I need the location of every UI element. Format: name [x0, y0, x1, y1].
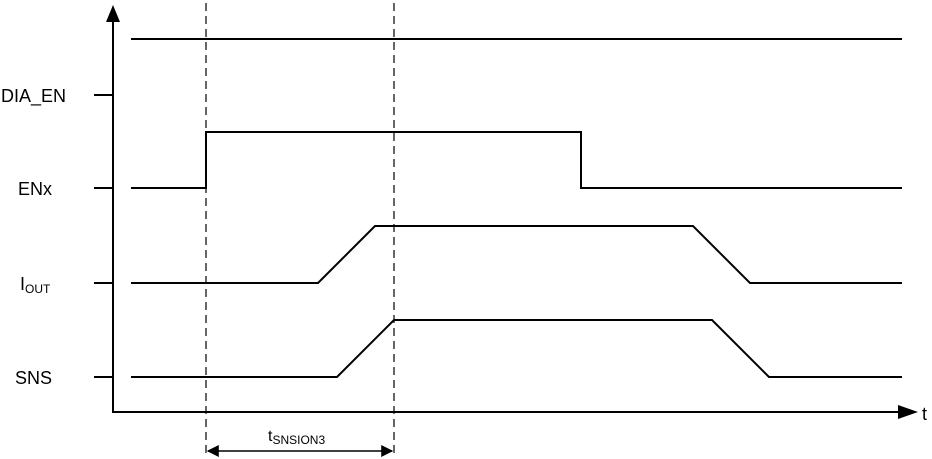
label-dia-en: DIA_EN [1, 86, 66, 107]
timing-label-sub: SNSION3 [272, 433, 325, 447]
label-iout-main: I [20, 274, 25, 294]
sns-waveform [131, 319, 902, 378]
time-axis-label: t [922, 404, 927, 424]
iout-waveform [131, 225, 902, 284]
label-iout: IOUT [20, 274, 51, 296]
label-sns: SNS [15, 368, 52, 388]
timing-label: tSNSION3 [268, 428, 325, 447]
label-iout-sub: OUT [25, 282, 51, 296]
y-axis-arrowhead [106, 5, 120, 22]
enx-waveform [131, 131, 902, 189]
x-axis-arrowhead [898, 405, 918, 419]
timing-label-main: t [268, 428, 273, 445]
label-enx: ENx [18, 179, 52, 199]
